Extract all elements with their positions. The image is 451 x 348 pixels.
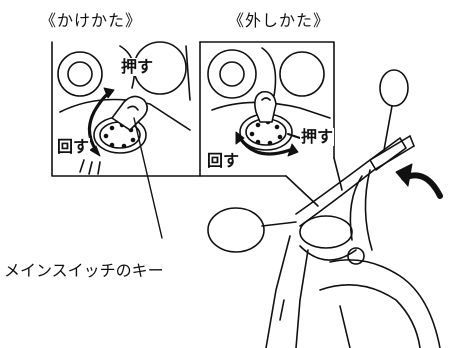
main-switch-key-callout: メインスイッチのキー [4, 261, 164, 280]
push-label-right: 押す [300, 127, 335, 146]
turn-label-right: 回す [206, 151, 241, 170]
turn-label-left: 回す [56, 137, 91, 156]
motorcycle-drawing [207, 69, 443, 348]
unlocking-inset [199, 41, 335, 177]
locking-caption: 《かけかた》 [40, 11, 143, 30]
unlocking-caption: 《外しかた》 [228, 11, 331, 30]
keyhole-dots-right [249, 119, 283, 146]
locking-inset [51, 41, 201, 239]
push-label-left: 押す [120, 57, 155, 76]
